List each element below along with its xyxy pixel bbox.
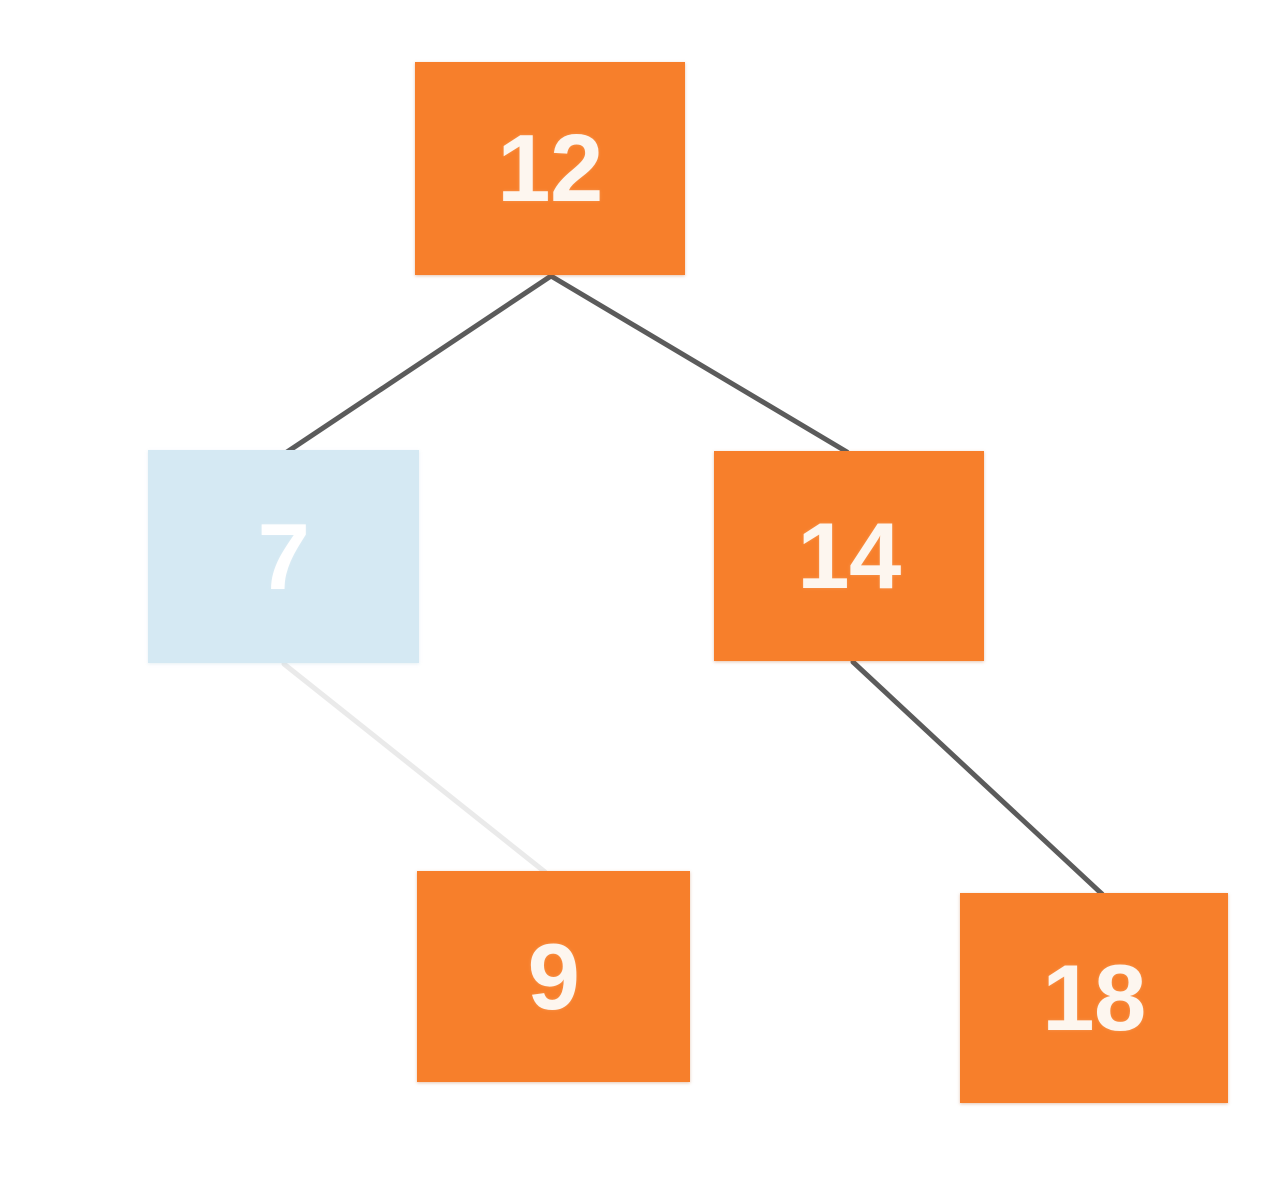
- tree-node-label: 18: [1042, 945, 1146, 1050]
- tree-node[interactable]: 14: [714, 451, 984, 661]
- edge-14-to-18: [850, 659, 1105, 897]
- edge-12-to-14: [548, 273, 850, 455]
- edge-7-to-9: [281, 661, 548, 875]
- edge-12-to-7: [284, 273, 554, 455]
- tree-node-highlighted[interactable]: 7: [148, 450, 419, 663]
- tree-node-label: 9: [527, 923, 580, 1029]
- tree-node-label: 12: [497, 114, 603, 222]
- tree-node-label: 7: [257, 503, 310, 609]
- tree-node[interactable]: 9: [417, 871, 690, 1082]
- tree-node-label: 14: [797, 503, 901, 608]
- tree-node-root[interactable]: 12: [415, 62, 685, 275]
- tree-node[interactable]: 18: [960, 893, 1228, 1103]
